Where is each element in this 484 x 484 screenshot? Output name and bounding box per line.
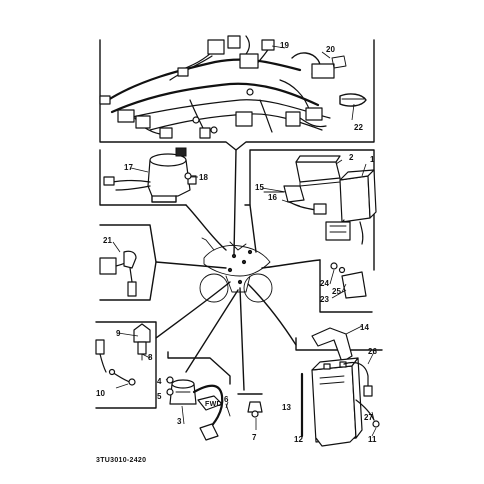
front-direction-tag: FWD: [197, 395, 223, 411]
part-number-labels: 1 2 3 4 5 6 7 8 9 10 11 12 13 14 15 16 1…: [96, 41, 377, 444]
harness-group-bracket: [99, 39, 375, 151]
label-20: 20: [326, 45, 335, 54]
ignition-coil-bracket: [167, 351, 231, 385]
label-12: 12: [294, 435, 303, 444]
label-17: 17: [124, 163, 133, 172]
cdi-unit: [325, 169, 377, 245]
fwd-tag-text: FWD: [205, 401, 222, 408]
spark-plug: [133, 323, 151, 361]
label-14: 14: [360, 323, 369, 332]
label-21: 21: [103, 236, 112, 245]
label-22: 22: [354, 123, 363, 132]
main-switch: [103, 147, 197, 203]
battery: [311, 357, 363, 443]
label-1: 1: [370, 155, 375, 164]
wire-clamp: [291, 52, 347, 79]
ground-lead: [108, 368, 136, 386]
label-18: 18: [199, 173, 208, 182]
main-switch-bracket: [99, 149, 187, 206]
label-15: 15: [255, 183, 264, 192]
battery-negative-lead: [355, 399, 380, 428]
plug-cap: [95, 339, 107, 373]
battery-bracket: [295, 337, 383, 351]
label-16: 16: [268, 193, 277, 202]
label-24: 24: [320, 279, 329, 288]
label-2: 2: [349, 153, 354, 162]
label-6: 6: [224, 395, 229, 404]
motorcycle-location-sketch: [199, 237, 273, 303]
neutral-switch: [237, 393, 263, 418]
fuse-holder: [289, 201, 327, 215]
label-4: 4: [157, 377, 162, 386]
label-7: 7: [252, 433, 257, 442]
location-leader-lines: [155, 149, 321, 391]
coil-washer: [166, 388, 174, 396]
wire-band: [339, 93, 367, 107]
label-27: 27: [364, 413, 373, 422]
label-10: 10: [96, 389, 105, 398]
battery-band: [311, 327, 353, 363]
switch-screw: [184, 172, 192, 180]
label-11: 11: [368, 435, 377, 444]
battery-stay: [315, 435, 357, 447]
plug-cap-bracket: [95, 321, 157, 409]
rectifier-regulator: [295, 155, 341, 187]
wire-harness: [99, 35, 331, 139]
flasher-relay: [263, 185, 305, 203]
label-5: 5: [157, 392, 162, 401]
part-number-leaders: [112, 45, 377, 437]
coil-bolt: [166, 376, 174, 384]
label-23: 23: [320, 295, 329, 304]
label-8: 8: [148, 353, 153, 362]
label-25: 25: [332, 287, 341, 296]
label-26: 26: [368, 347, 377, 356]
horn-bracket: [99, 224, 157, 301]
label-19: 19: [280, 41, 289, 50]
battery-positive-lead: [343, 361, 373, 397]
starter-relay: [99, 250, 137, 297]
diagram-code: 3TU3010-2420: [96, 457, 146, 464]
label-9: 9: [116, 329, 121, 338]
label-13: 13: [282, 403, 291, 412]
diode-group-bracket: [319, 259, 373, 313]
label-3: 3: [177, 417, 182, 426]
ignition-coil: [169, 379, 224, 441]
